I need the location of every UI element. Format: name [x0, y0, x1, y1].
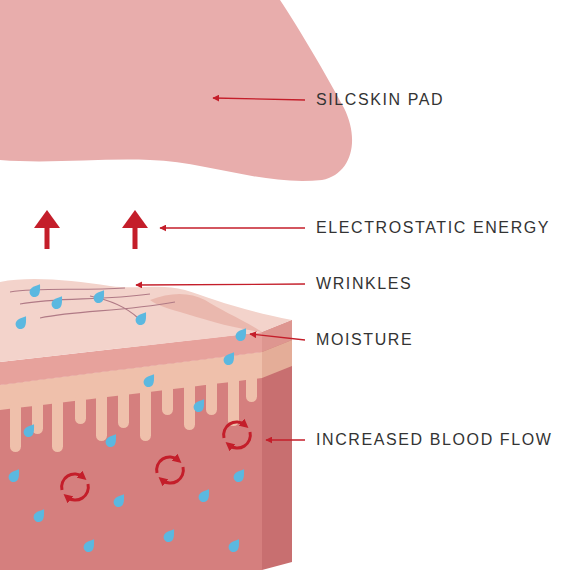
- skin-block: [0, 279, 292, 570]
- silcskin-pad: [0, 0, 352, 181]
- leader-line: [213, 98, 305, 100]
- moisture-droplets-part: [7, 466, 24, 484]
- papillae-part: [206, 377, 217, 415]
- papillae-part: [96, 391, 107, 441]
- moisture-droplets-part: [134, 309, 151, 327]
- moisture-droplets-part: [32, 506, 49, 524]
- papillae-part: [140, 386, 151, 441]
- leader-line: [136, 284, 305, 285]
- moisture-droplets: [7, 281, 251, 554]
- moisture-droplets-part: [234, 325, 251, 343]
- papillae-part: [118, 388, 129, 428]
- moisture-droplets-part: [50, 293, 67, 311]
- electrostatic-arrows: [34, 210, 148, 249]
- moisture-droplets-part: [92, 287, 109, 305]
- moisture-droplets-part: [142, 371, 159, 389]
- skin-side: [262, 320, 292, 570]
- moisture-droplets-part: [28, 281, 45, 299]
- skin-surface: [0, 279, 292, 362]
- papillae-part: [162, 383, 173, 415]
- moisture-droplets-part: [162, 526, 179, 544]
- blood-flow-arrows-part: [229, 432, 250, 448]
- papillae-part: [10, 402, 21, 452]
- arrow-head: [122, 210, 148, 228]
- moisture-droplets-part: [197, 486, 214, 504]
- blood-flow-arrows-part: [162, 467, 183, 483]
- callout-label: MOISTURE: [316, 330, 413, 350]
- skin-side-papillae: [262, 340, 292, 378]
- moisture-droplets-part: [232, 466, 249, 484]
- arrow-head: [34, 210, 60, 228]
- skin-dermis: [0, 352, 262, 570]
- moisture-droplets-part: [82, 536, 99, 554]
- blood-flow-arrows-part: [62, 474, 83, 490]
- wrinkle-lines-part: [20, 294, 150, 304]
- arrow-shaft: [133, 226, 138, 249]
- blood-flow-arrows-part: [67, 484, 88, 500]
- moisture-droplets-part: [227, 536, 244, 554]
- arrow-shaft: [45, 226, 50, 249]
- papillae-part: [246, 372, 257, 402]
- leader-lines: [136, 98, 305, 440]
- leader-line: [160, 227, 305, 228]
- blood-flow-arrows: [62, 422, 251, 500]
- moisture-droplets-part: [22, 421, 39, 439]
- callout-label: INCREASED BLOOD FLOW: [316, 430, 552, 450]
- moisture-droplets-part: [222, 349, 239, 367]
- papillae-part: [228, 374, 239, 426]
- moisture-droplets-part: [192, 396, 209, 414]
- blood-flow-arrows-part: [157, 457, 178, 473]
- blood-flow-arrows-part: [224, 422, 245, 438]
- wrinkle-lines-part: [10, 288, 125, 292]
- callout-label: WRINKLES: [316, 274, 412, 294]
- moisture-droplets-part: [104, 431, 121, 449]
- callout-label: ELECTROSTATIC ENERGY: [316, 218, 550, 238]
- callout-label: SILCSKIN PAD: [316, 90, 444, 110]
- leader-line: [266, 439, 305, 440]
- moisture-droplets-part: [112, 491, 129, 509]
- papillae-part: [75, 394, 86, 424]
- moisture-droplets-part: [14, 313, 31, 331]
- wrinkle-fold: [150, 294, 262, 332]
- papillae-part: [184, 380, 195, 430]
- papillae-part: [52, 397, 63, 452]
- leader-line: [250, 334, 305, 340]
